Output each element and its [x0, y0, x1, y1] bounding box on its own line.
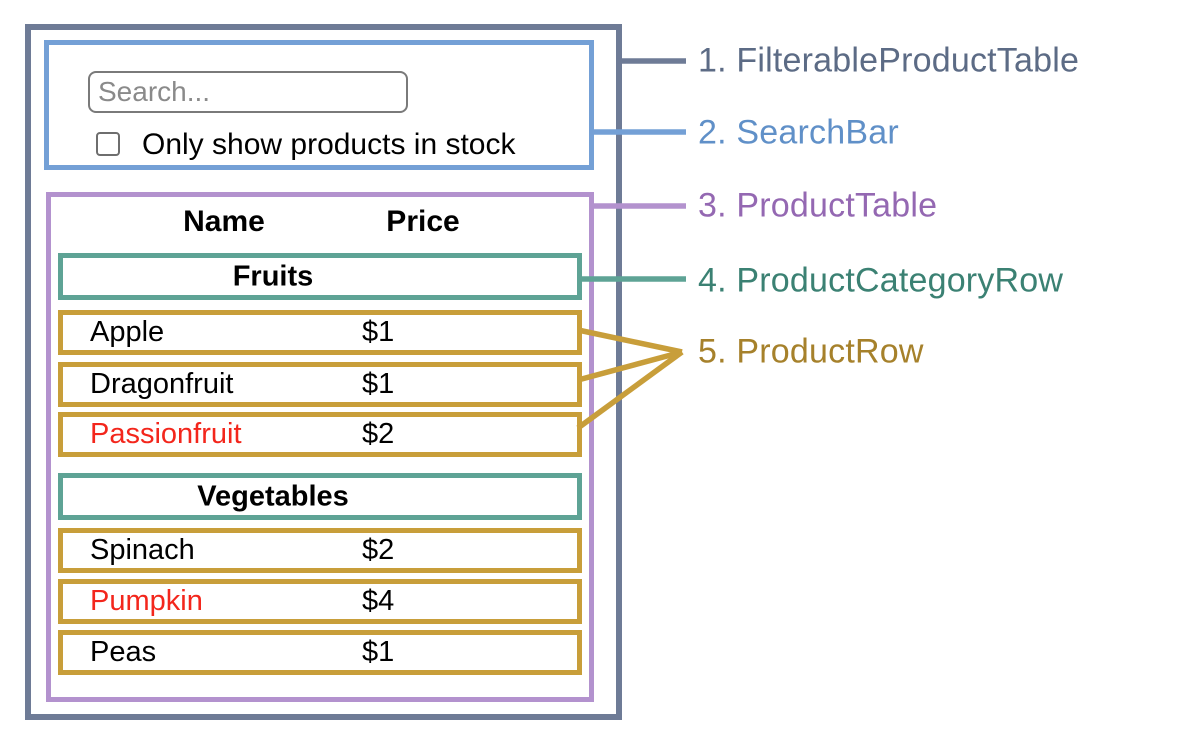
annotation-product-category-row: 4. ProductCategoryRow — [698, 261, 1064, 300]
in-stock-checkbox[interactable] — [96, 132, 120, 156]
category-label: Vegetables — [197, 480, 349, 512]
product-row-peas: Peas $1 — [58, 630, 582, 675]
product-name: Dragonfruit — [90, 368, 234, 400]
table-header-row: Name Price — [58, 197, 582, 247]
product-price: $1 — [362, 316, 395, 348]
search-input[interactable] — [88, 71, 408, 113]
in-stock-checkbox-label: Only show products in stock — [142, 128, 516, 161]
annotation-filterable-product-table: 1. FilterableProductTable — [698, 41, 1080, 80]
product-table-box: Name Price Fruits Apple $1 Dragonfruit $… — [46, 192, 594, 702]
column-header-price: Price — [386, 205, 460, 238]
product-category-row-vegetables: Vegetables — [58, 473, 582, 520]
product-row-passionfruit: Passionfruit $2 — [58, 412, 582, 457]
product-category-row-fruits: Fruits — [58, 253, 582, 300]
product-name-out-of-stock: Pumpkin — [90, 585, 203, 617]
product-name: Apple — [90, 316, 165, 348]
product-row-pumpkin: Pumpkin $4 — [58, 579, 582, 624]
annotation-search-bar: 2. SearchBar — [698, 113, 899, 152]
product-name: Peas — [90, 636, 157, 668]
product-name: Spinach — [90, 534, 195, 566]
product-price: $2 — [362, 418, 395, 450]
product-name-out-of-stock: Passionfruit — [90, 418, 242, 450]
product-row-dragonfruit: Dragonfruit $1 — [58, 362, 582, 407]
annotation-product-table: 3. ProductTable — [698, 186, 938, 225]
product-price: $1 — [362, 636, 395, 668]
product-price: $2 — [362, 534, 395, 566]
product-price: $4 — [362, 585, 395, 617]
column-header-name: Name — [183, 205, 265, 238]
category-label: Fruits — [232, 260, 314, 292]
product-row-apple: Apple $1 — [58, 310, 582, 355]
product-row-spinach: Spinach $2 — [58, 528, 582, 573]
product-price: $1 — [362, 368, 395, 400]
annotation-product-row: 5. ProductRow — [698, 332, 924, 371]
